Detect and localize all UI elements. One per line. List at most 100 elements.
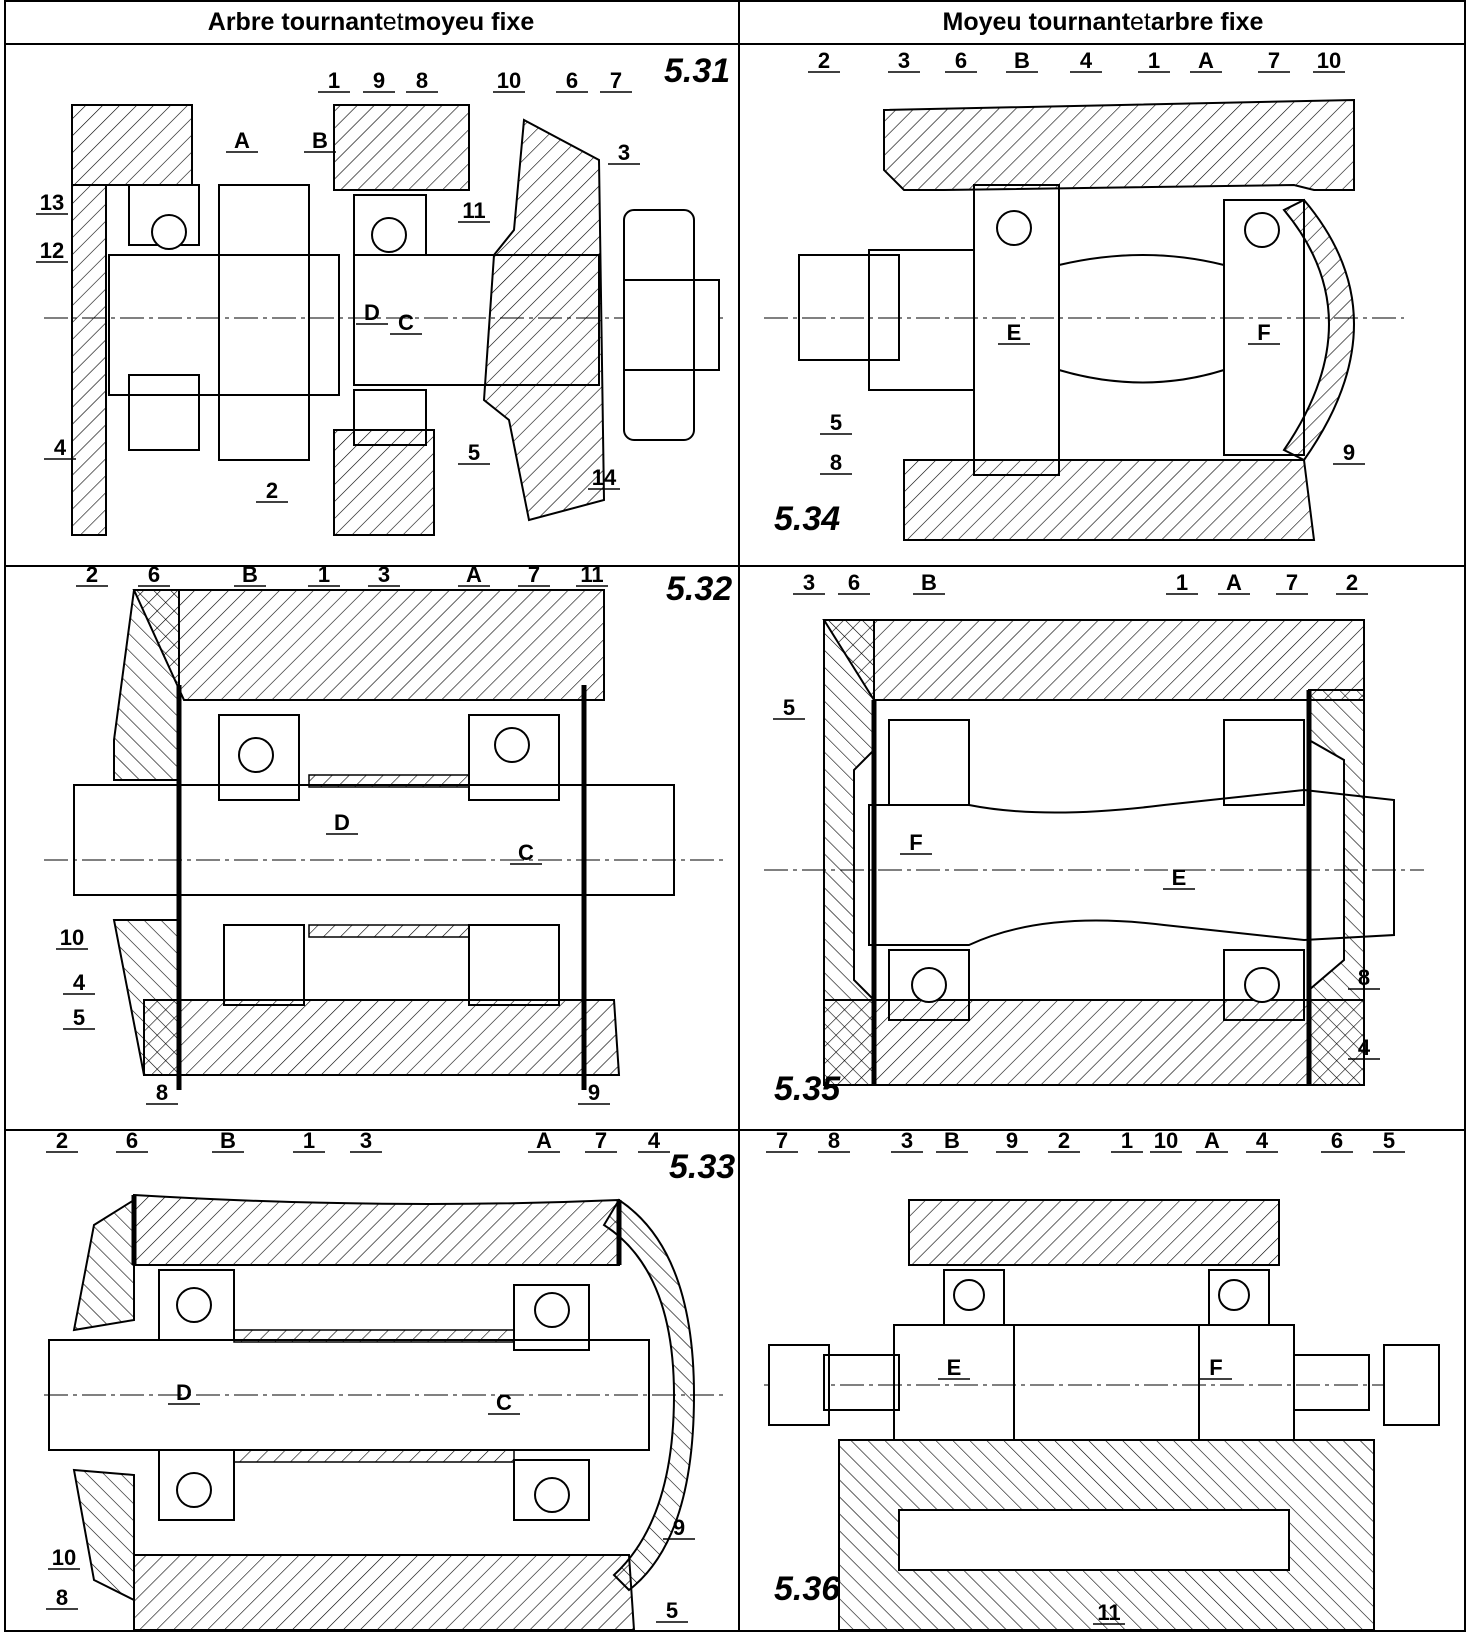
callout-label: 8 <box>156 1080 168 1105</box>
callout-label: 6 <box>126 1128 138 1153</box>
callout-label: 5 <box>783 695 795 720</box>
callout-label: 3 <box>803 570 815 595</box>
callout-label: 1 <box>318 562 330 587</box>
callout-label: E <box>947 1355 962 1380</box>
callout-label: 9 <box>373 68 385 93</box>
figure-number-5-33: 5.33 <box>669 1148 735 1186</box>
callout-label: B <box>944 1128 960 1153</box>
callout-label: 5 <box>830 410 842 435</box>
callout-label: 7 <box>1268 48 1280 73</box>
callout-label: 4 <box>54 435 67 460</box>
callout-label: 7 <box>776 1128 788 1153</box>
callout-label: A <box>466 562 482 587</box>
callout-label: 5 <box>666 1598 678 1623</box>
callout-label: E <box>1172 865 1187 890</box>
figure-number-5-36: 5.36 <box>774 1570 841 1608</box>
callout-label: 10 <box>497 68 521 93</box>
callout-label: 1 <box>1121 1128 1133 1153</box>
callout-label: 2 <box>56 1128 68 1153</box>
callout-label: F <box>1209 1355 1222 1380</box>
callout-label: 9 <box>673 1515 685 1540</box>
header-right-part2: arbre fixe <box>1150 7 1264 36</box>
callout-label: 14 <box>592 465 617 490</box>
callout-label: 3 <box>898 48 910 73</box>
callout-label: 9 <box>1006 1128 1018 1153</box>
callout-label: 5 <box>468 440 480 465</box>
figure-number-5-35: 5.35 <box>774 1070 841 1108</box>
callout-label: 4 <box>73 970 86 995</box>
callout-label: 7 <box>595 1128 607 1153</box>
header-right-conj: et <box>1130 7 1151 36</box>
callout-label: D <box>364 300 380 325</box>
panel-5-34 <box>764 98 1404 541</box>
header-left-part1: Arbre tournant <box>207 7 383 36</box>
callout-label: 4 <box>1080 48 1093 73</box>
callout-label: 1 <box>1176 570 1188 595</box>
callout-label: 9 <box>588 1080 600 1105</box>
callout-label: 8 <box>56 1585 68 1610</box>
panel-5-31 <box>44 104 724 536</box>
table-border <box>4 0 1466 1632</box>
callout-label: 7 <box>1286 570 1298 595</box>
callout-label: B <box>242 562 258 587</box>
callout-label: B <box>1014 48 1030 73</box>
callout-label: 2 <box>1058 1128 1070 1153</box>
callout-label: B <box>312 128 328 153</box>
panel-5-36 <box>764 1199 1440 1631</box>
panel-5-32 <box>44 589 724 1090</box>
callout-label: F <box>909 830 922 855</box>
callout-label: 6 <box>848 570 860 595</box>
callout-label: E <box>1007 320 1022 345</box>
callout-label: 12 <box>40 238 64 263</box>
callout-label: 8 <box>1358 965 1370 990</box>
callout-label: 10 <box>60 925 84 950</box>
callout-label: D <box>334 810 350 835</box>
callout-label: 2 <box>818 48 830 73</box>
figure-number-5-31: 5.31 <box>664 52 730 90</box>
callout-label: 10 <box>1154 1128 1178 1153</box>
callout-label: A <box>536 1128 552 1153</box>
callout-label: 10 <box>52 1545 76 1570</box>
panel-5-33 <box>44 1193 724 1631</box>
callout-label: 8 <box>828 1128 840 1153</box>
callout-label: 1 <box>303 1128 315 1153</box>
callout-label: 6 <box>1331 1128 1343 1153</box>
callout-label: A <box>1198 48 1214 73</box>
callout-label: B <box>220 1128 236 1153</box>
callout-label: 1 <box>1148 48 1160 73</box>
callout-label: C <box>518 840 534 865</box>
callout-label: 2 <box>86 562 98 587</box>
callout-label: B <box>921 570 937 595</box>
panel-5-35 <box>764 619 1424 1086</box>
callout-label: 2 <box>266 478 278 503</box>
callout-label: 7 <box>610 68 622 93</box>
callout-label: 10 <box>1317 48 1341 73</box>
figure-number-5-32: 5.32 <box>666 570 732 608</box>
callout-label: 7 <box>528 562 540 587</box>
callout-label: 1 <box>328 68 340 93</box>
callout-label: 5 <box>73 1005 85 1030</box>
callout-label: F <box>1257 320 1270 345</box>
callout-label: 4 <box>1358 1035 1371 1060</box>
callout-label: 11 <box>1097 1600 1120 1625</box>
callout-label: 2 <box>1346 570 1358 595</box>
callout-label: 6 <box>148 562 160 587</box>
callout-label: 4 <box>648 1128 661 1153</box>
header-left-conj: et <box>382 7 404 36</box>
callout-label: D <box>176 1380 192 1405</box>
callout-label: A <box>1204 1128 1220 1153</box>
callout-label: 8 <box>416 68 428 93</box>
callout-label: 13 <box>40 190 64 215</box>
callout-label: 9 <box>1343 440 1355 465</box>
header-right: Moyeu tournant et arbre fixe <box>740 0 1466 44</box>
figure-number-5-34: 5.34 <box>774 500 840 538</box>
callout-label: A <box>234 128 250 153</box>
callout-label: 11 <box>580 562 603 587</box>
callout-label: 3 <box>618 140 630 165</box>
callout-label: 4 <box>1256 1128 1269 1153</box>
callout-label: A <box>1226 570 1242 595</box>
header-left-part2: moyeu fixe <box>403 7 535 36</box>
drawing-sheet: Arbre tournant et moyeu fixe Moyeu tourn… <box>4 0 1466 1632</box>
callout-label: 6 <box>955 48 967 73</box>
